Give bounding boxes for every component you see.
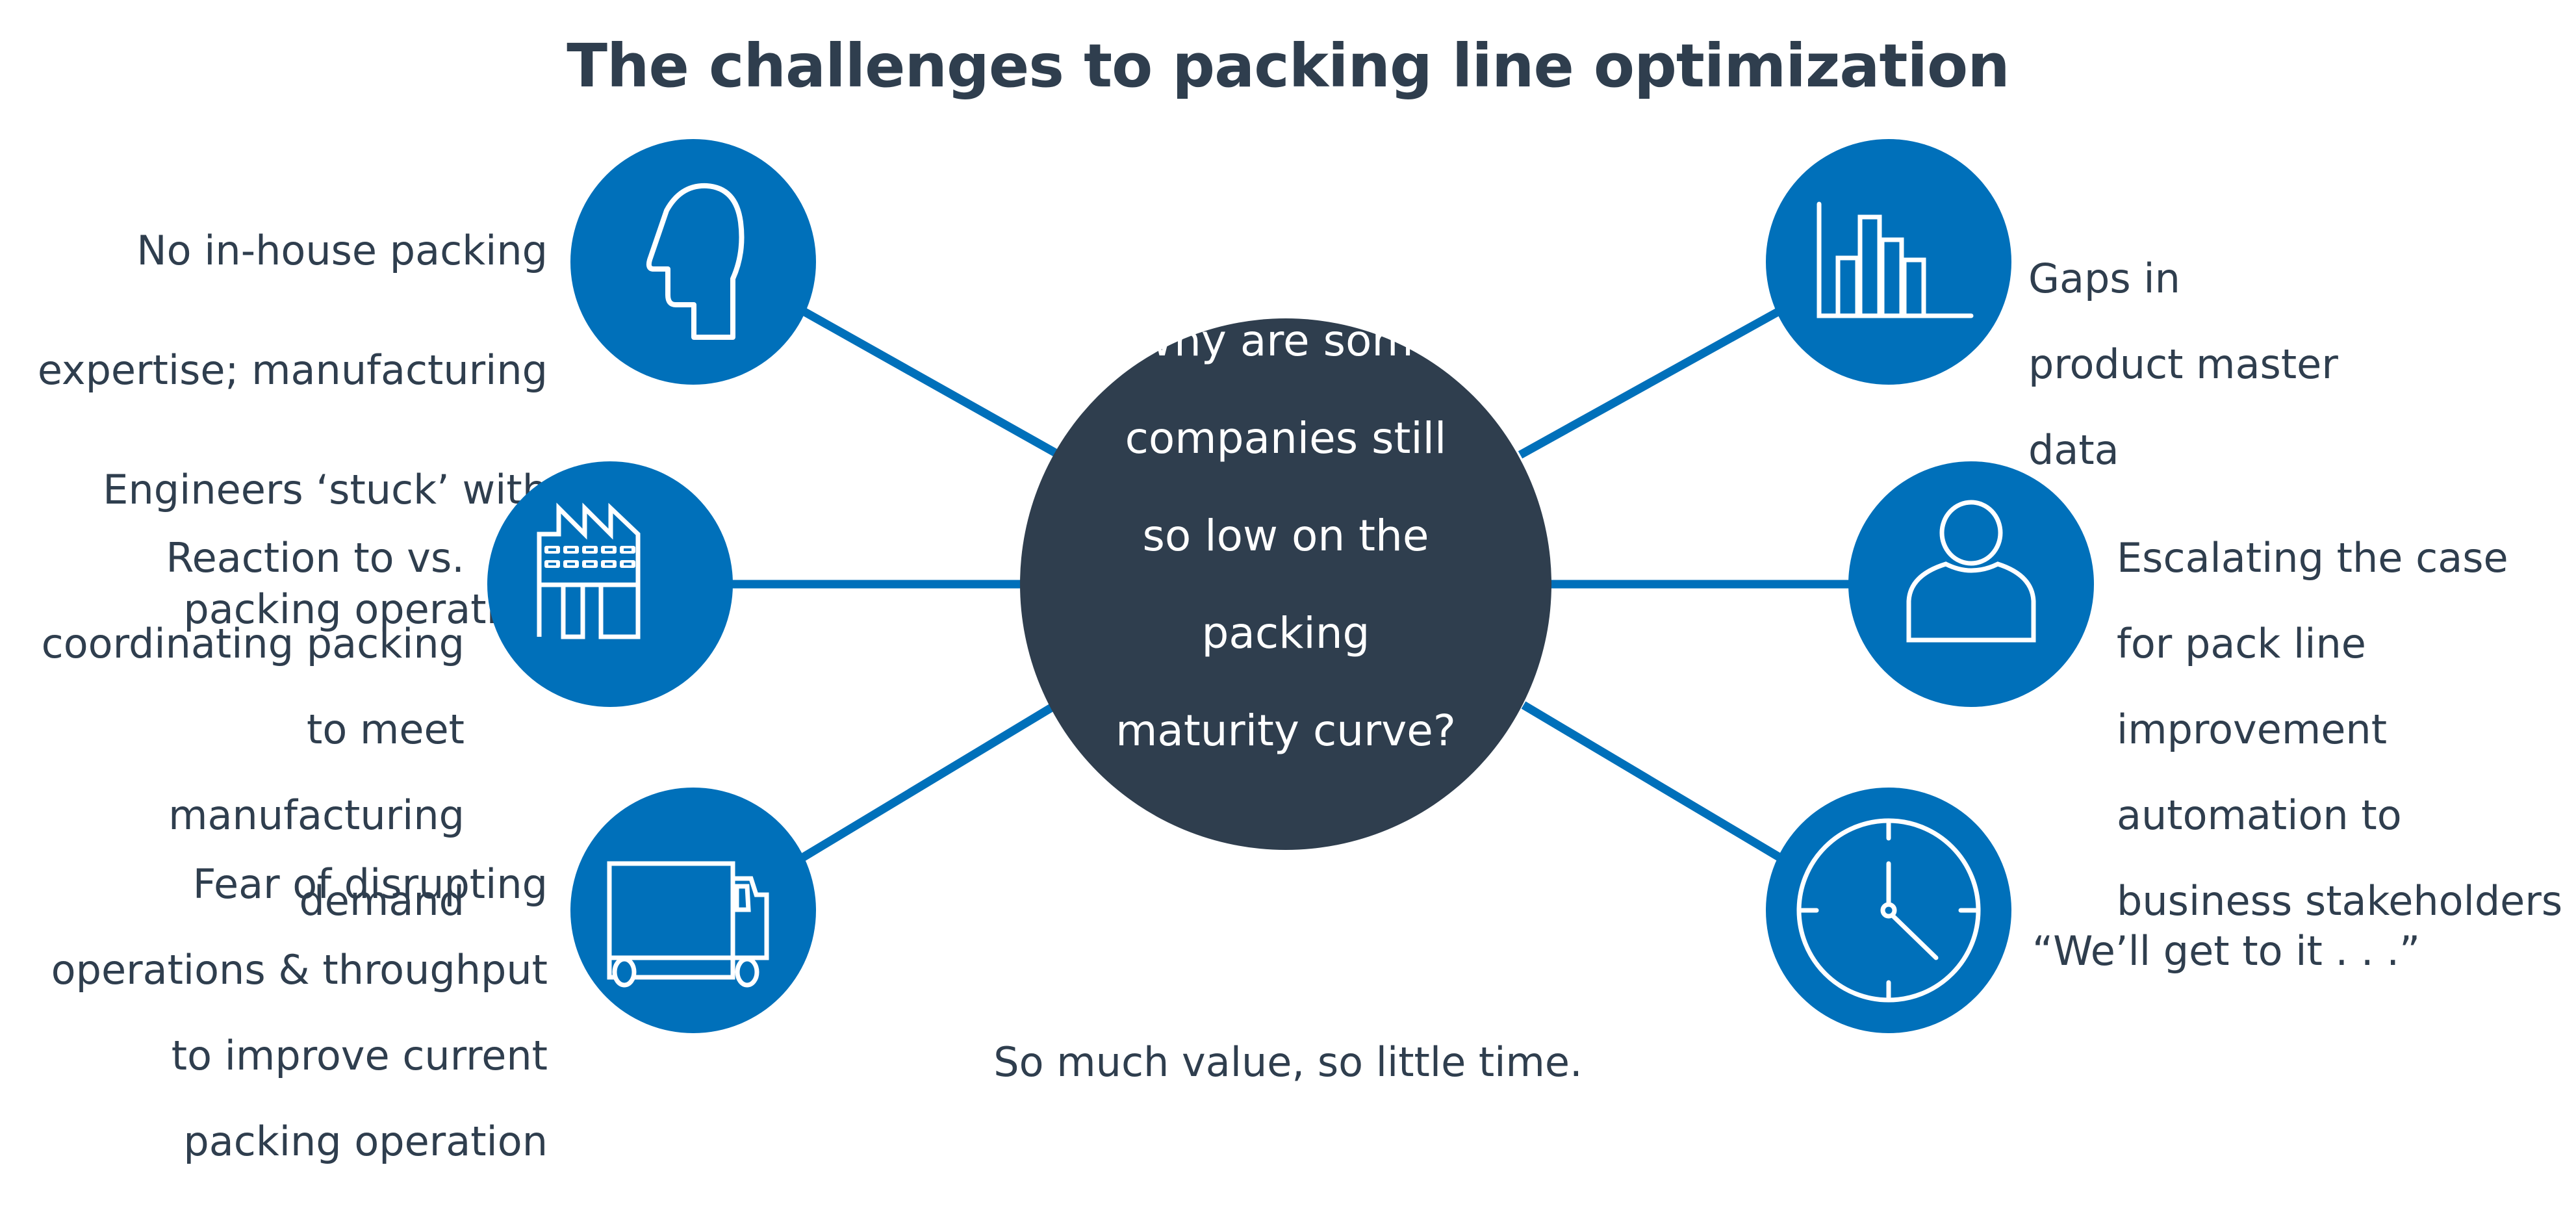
connector-left-top [800,307,1062,459]
center-question: Why are some companies still so low on t… [1104,268,1468,804]
label-line: No in-house packing [136,227,548,274]
label-line: product master [2028,340,2338,388]
label-line: packing operation [183,1118,548,1165]
label-line: Fear of disrupting [192,860,548,908]
challenge-node-stakeholders [1848,461,2094,707]
factory-icon [537,502,641,639]
challenge-node-expertise [570,139,816,385]
center-question-line: companies still [1125,413,1447,463]
label-line: business stakeholders [2117,877,2563,925]
center-question-line: so low on the [1142,510,1429,561]
label-line: to improve current [171,1032,548,1079]
label-line: Escalating the case [2117,534,2508,582]
connector-right-bottom [1521,701,1783,862]
label-line: operations & throughput [51,946,548,994]
label-line: Engineers ‘stuck’ with [103,466,548,513]
bar-chart-icon [1817,201,1974,318]
challenge-label-disruption: Fear of disrupting operations & throughp… [51,820,548,1206]
label-line: to meet [307,706,465,753]
challenge-label-procrastination: “We’ll get to it . . .” [2032,887,2420,1016]
challenge-node-procrastination [1766,788,2011,1033]
challenge-node-coordination [487,461,733,707]
label-line: demand [299,877,465,925]
center-question-line: Why are some [1131,315,1440,366]
label-line: Reaction to vs. [166,534,465,582]
footer-caption: So much value, so little time. [993,1038,1583,1086]
label-line: coordinating packing [41,620,465,667]
challenge-node-disruption [570,788,816,1033]
clock-icon [1796,818,1981,1003]
center-question-line: maturity curve? [1116,705,1456,756]
label-line: data [2028,426,2119,474]
connector-left-bottom [800,701,1058,862]
label-line: automation to [2117,791,2402,839]
label-line: improvement [2117,706,2388,753]
truck-icon [607,861,769,988]
label-line: for pack line [2117,620,2366,667]
label-line: Gaps in [2028,255,2180,302]
label-line: expertise; manufacturing [37,346,548,394]
challenge-label-stakeholders: Escalating the case for pack line improv… [2117,494,2562,966]
label-line: manufacturing [168,791,465,839]
challenge-label-master-data: Gaps in product master data [2028,214,2338,515]
center-question-line: packing [1201,608,1370,658]
label-line: “We’ll get to it . . .” [2032,927,2421,975]
challenge-node-master-data [1766,139,2011,385]
connector-lines [731,307,1850,862]
page-title: The challenges to packing line optimizat… [567,31,2009,101]
connector-right-top [1518,307,1783,459]
head-profile-icon [646,183,745,340]
center-hub: Why are some companies still so low on t… [1020,316,1551,850]
challenge-label-coordination: Reaction to vs. coordinating packing to … [42,494,465,966]
person-icon [1906,500,2036,643]
